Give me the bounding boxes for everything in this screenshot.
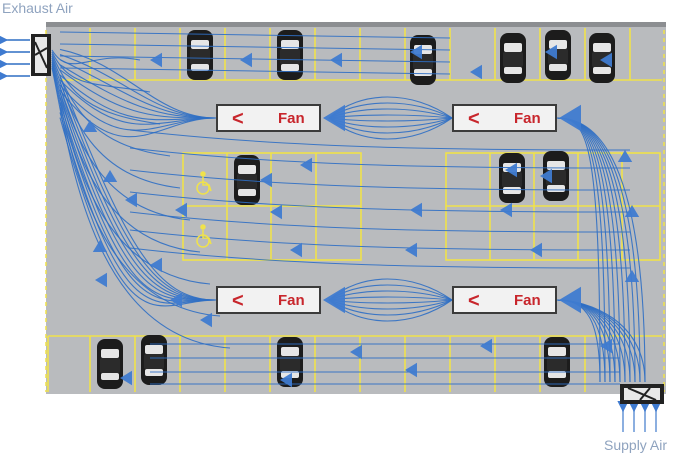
exhaust-grille-icon <box>31 34 51 76</box>
garage-top-wall <box>46 22 666 27</box>
car-icon <box>410 35 436 85</box>
fan-top-left: < Fan <box>216 104 321 132</box>
car-icon <box>234 155 260 205</box>
parked-cars <box>97 30 615 389</box>
exhaust-air-label: Exhaust Air <box>2 0 73 16</box>
airflow-streamlines <box>51 31 646 385</box>
fan-label: Fan <box>278 110 305 127</box>
flow-direction-icon: < <box>468 108 480 130</box>
fan-label: Fan <box>514 292 541 309</box>
fan-top-right: < Fan <box>452 104 557 132</box>
car-icon <box>545 30 571 80</box>
wheelchair-icon <box>196 171 212 195</box>
fan-bottom-right: < Fan <box>452 286 557 314</box>
car-icon <box>141 335 167 385</box>
fan-label: Fan <box>278 292 305 309</box>
car-icon <box>499 153 525 203</box>
flow-direction-icon: < <box>468 290 480 312</box>
supply-grille-icon <box>620 384 664 404</box>
flow-direction-icon: < <box>232 290 244 312</box>
flow-direction-icon: < <box>232 108 244 130</box>
car-icon <box>187 30 213 80</box>
fan-bottom-left: < Fan <box>216 286 321 314</box>
car-icon <box>277 30 303 80</box>
airflow-arrows <box>0 34 662 432</box>
supply-air-label: Supply Air <box>604 437 668 453</box>
wheelchair-icon <box>196 224 212 248</box>
car-icon <box>544 337 570 387</box>
fan-label: Fan <box>514 110 541 127</box>
parking-lines <box>45 28 665 392</box>
car-icon <box>97 339 123 389</box>
car-icon <box>500 33 526 83</box>
garage-floor <box>46 24 666 394</box>
